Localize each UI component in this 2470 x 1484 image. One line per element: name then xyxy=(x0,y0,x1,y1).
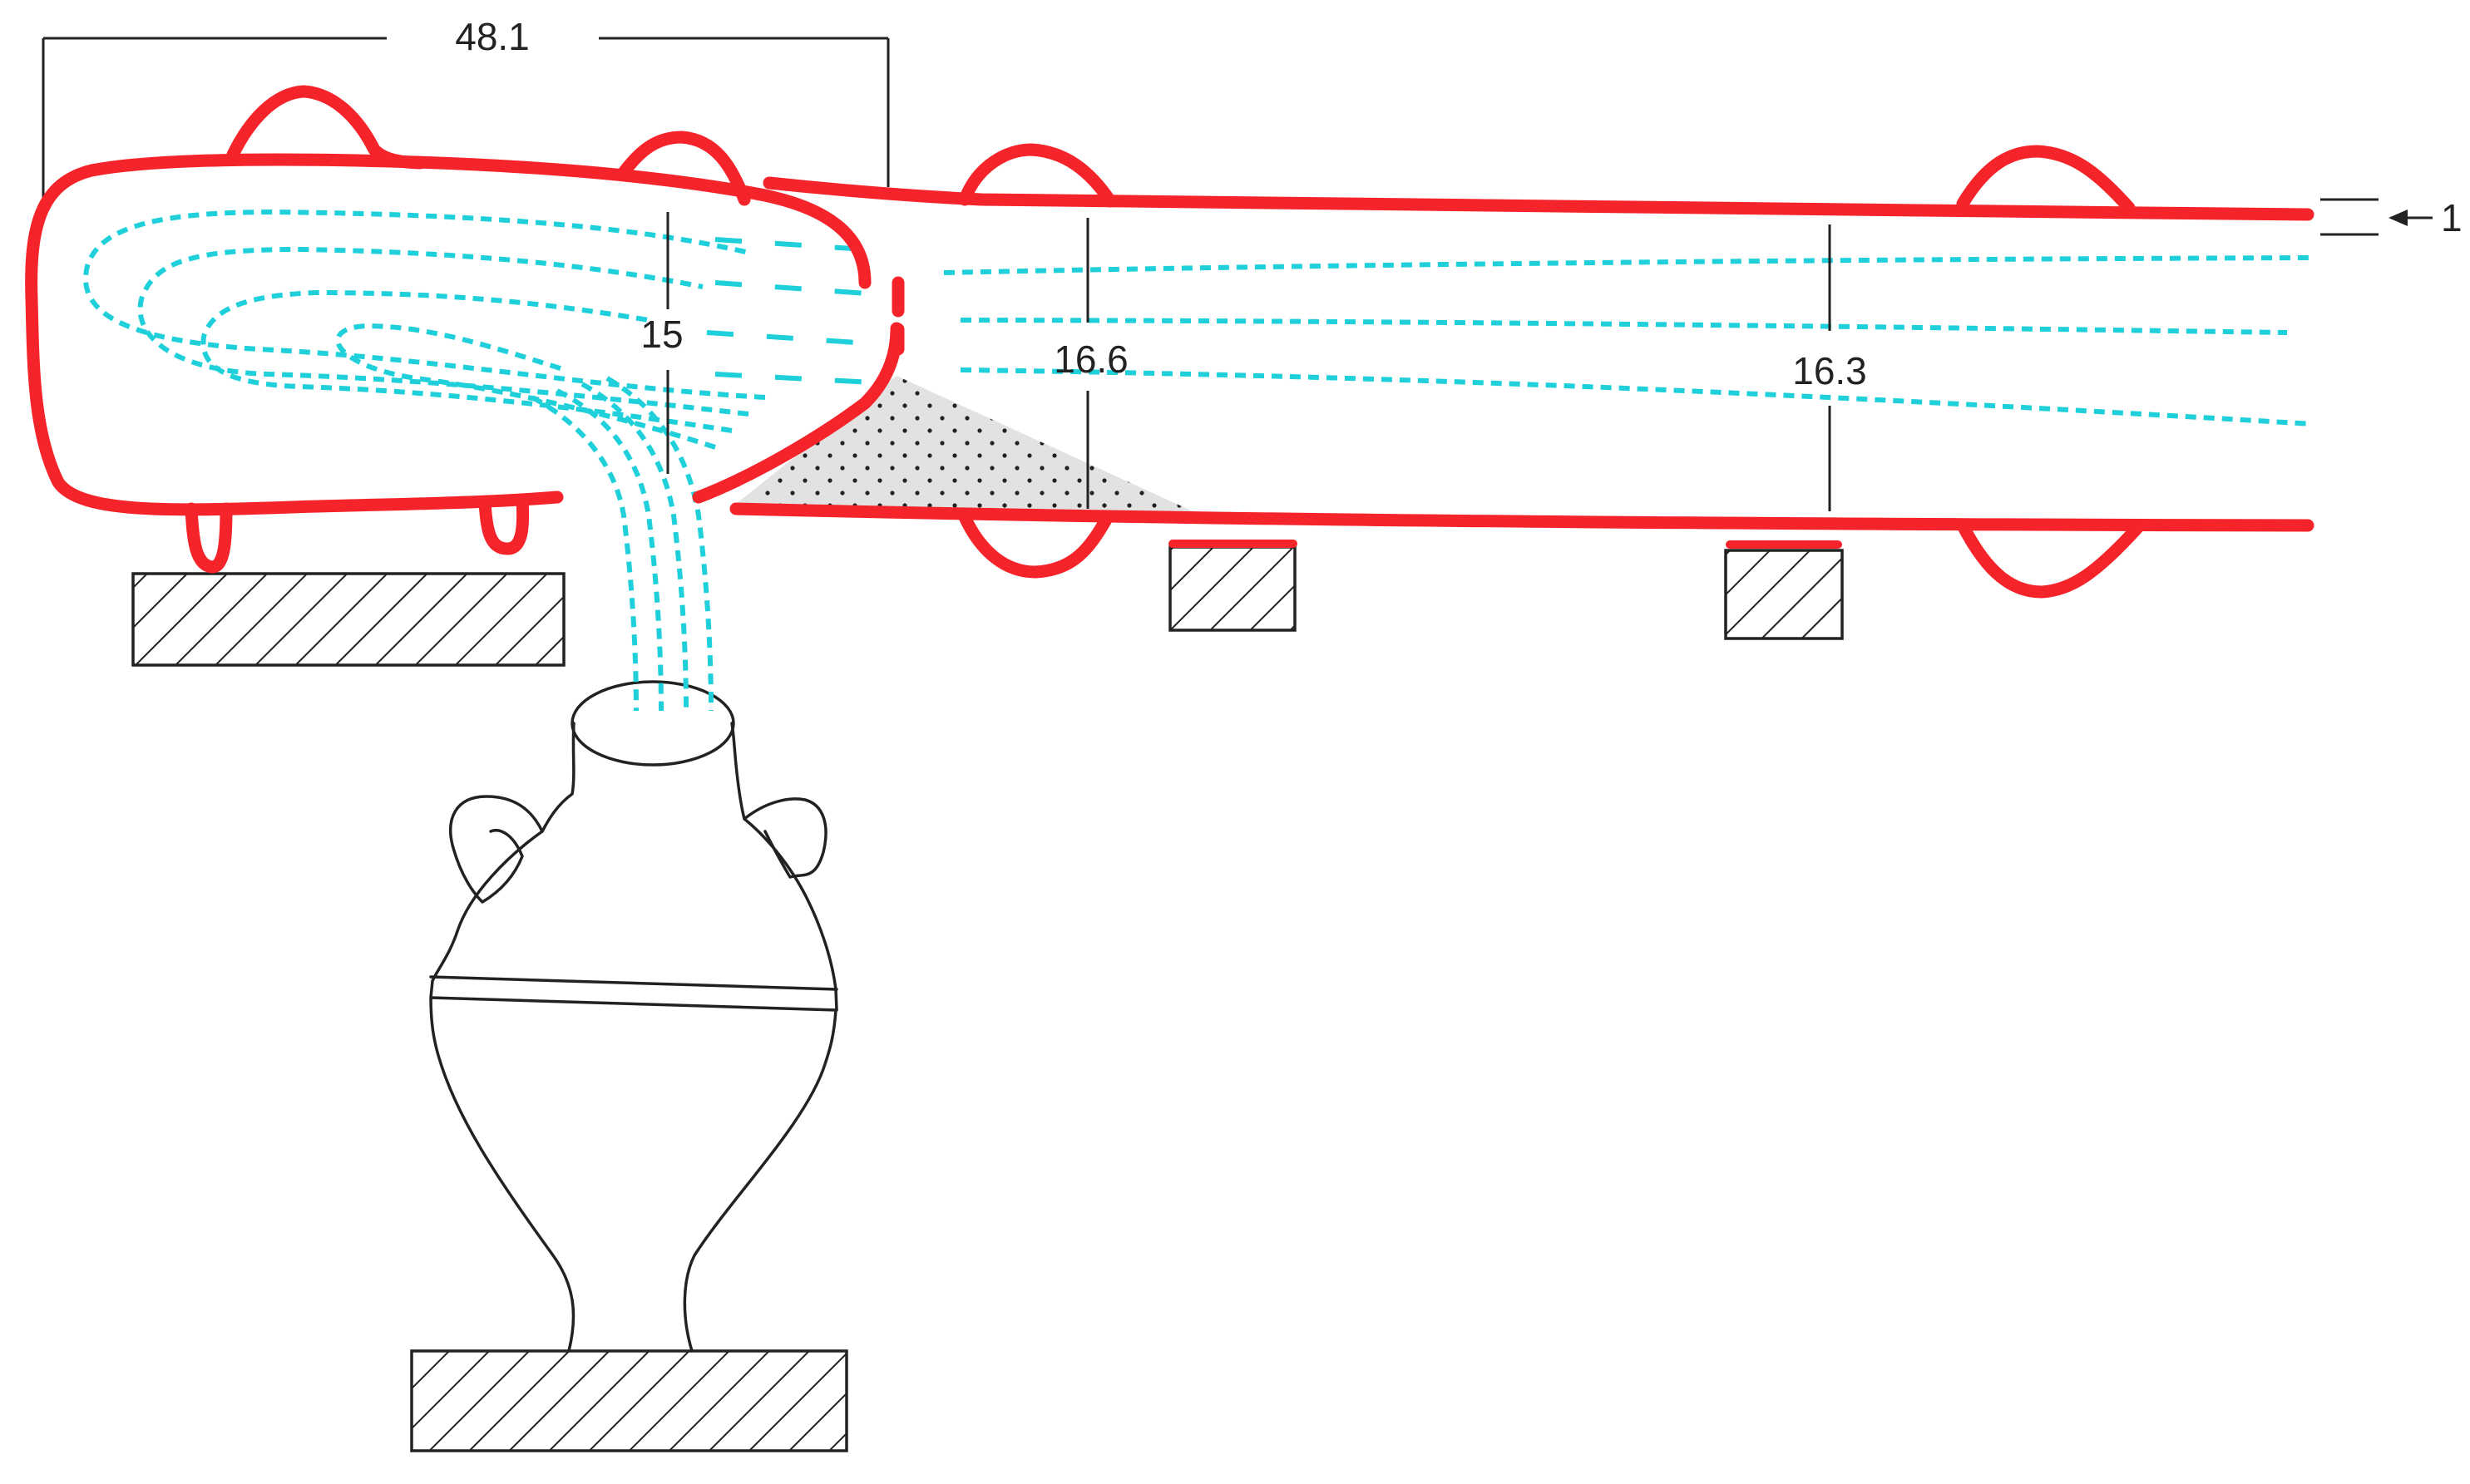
amphora xyxy=(429,680,838,1353)
flow-loop-4 xyxy=(335,323,716,450)
flow-loop-3 xyxy=(200,289,733,433)
wall-thickness-marker: 1 xyxy=(2320,196,2463,239)
channel-width-far-label: 16.3 xyxy=(1792,349,1867,392)
support-block-base xyxy=(410,1349,848,1452)
flow-stream-2 xyxy=(556,388,664,712)
dimension-overall-length: 48.1 xyxy=(42,15,890,204)
support-blocks xyxy=(131,545,1844,1452)
amphora-handle-left xyxy=(449,795,544,904)
dimension-neck-width: 15 xyxy=(640,212,684,474)
marker-1-label: 1 xyxy=(2441,196,2463,239)
neck-width-label: 15 xyxy=(640,313,683,356)
amphora-handle-right xyxy=(743,797,827,879)
sediment-deposit xyxy=(732,376,1202,515)
flow-stream-4 xyxy=(605,376,714,712)
overall-length-label: 48.1 xyxy=(455,15,530,58)
flow-channel-top xyxy=(943,255,2313,275)
flow-dashes-low xyxy=(706,330,857,345)
amphora-mouth xyxy=(571,680,735,767)
channel-top-lug-2 xyxy=(1956,145,2136,214)
channel-bottom-lug-2 xyxy=(1956,519,2144,599)
deposit-dots xyxy=(732,376,1202,515)
flow-stream-3 xyxy=(580,382,689,712)
chamber-foot-1 xyxy=(185,502,233,574)
chamber-foot-2 xyxy=(478,494,530,555)
chamber-lug-1 xyxy=(226,85,427,170)
amphora-band xyxy=(429,975,838,991)
flow-stream-1 xyxy=(531,395,639,712)
flow-dashes-mid xyxy=(714,280,891,298)
channel-width-near-label: 16.6 xyxy=(1054,338,1129,381)
support-block-right xyxy=(1724,549,1844,640)
dimension-channel-near: 16.6 xyxy=(1054,218,1129,509)
support-block-left xyxy=(131,572,566,667)
marker-arrow-icon xyxy=(2388,210,2408,226)
flow-dashes-lower xyxy=(714,372,874,385)
flow-channel-bottom xyxy=(960,367,2313,426)
chamber-wall-lower-right xyxy=(692,322,903,504)
support-block-mid xyxy=(1168,545,1297,632)
dimension-channel-far: 16.3 xyxy=(1792,224,1867,511)
chamber-wall xyxy=(25,153,872,516)
trap-walls xyxy=(25,85,2314,599)
channel-top-lug-1 xyxy=(958,143,1117,208)
channel-top-wall xyxy=(763,176,2314,221)
flow-channel-middle xyxy=(960,318,2288,335)
chamber-lug-2 xyxy=(615,131,751,206)
amphora-body xyxy=(429,722,838,1353)
flow-loop-1 xyxy=(83,209,766,400)
channel-bottom-lug-1 xyxy=(958,510,1113,579)
